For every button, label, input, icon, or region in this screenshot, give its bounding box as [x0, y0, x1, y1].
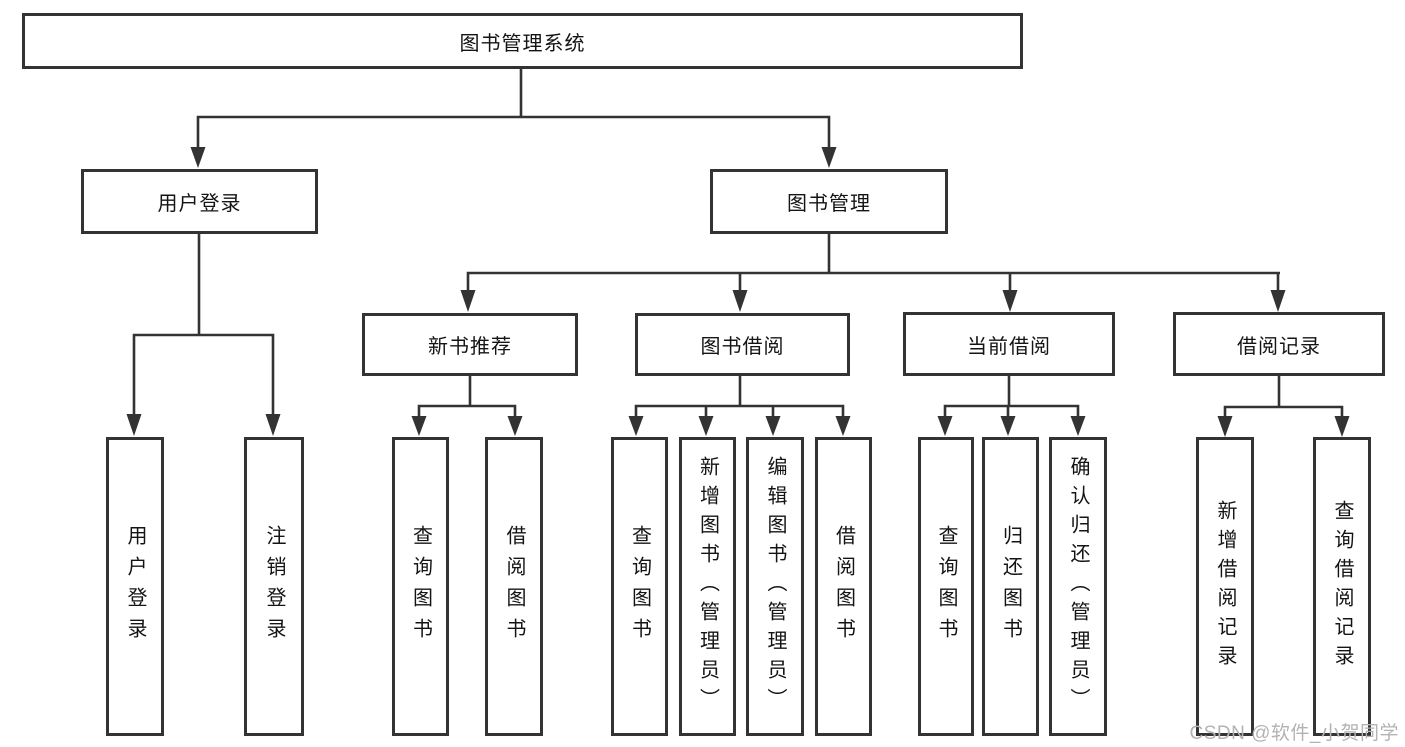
node-root-label: 图书管理系统 — [459, 32, 586, 55]
leaf-user-login-label: 用户登录 — [124, 524, 146, 649]
leaf-user-login: 用户登录 — [106, 437, 164, 736]
node-current-borrowing-label: 当前借阅 — [967, 335, 1051, 358]
leaf-bb-edit-books: 编辑图书（管理员） — [746, 437, 804, 736]
leaf-bb-query-books-label: 查询图书 — [628, 524, 651, 649]
leaf-cb-query-books: 查询图书 — [918, 437, 974, 736]
node-root: 图书管理系统 — [22, 13, 1023, 69]
node-user-login: 用户登录 — [81, 169, 318, 234]
node-book-management: 图书管理 — [710, 169, 948, 234]
node-book-borrowing-label: 图书借阅 — [700, 336, 785, 358]
node-borrow-records: 借阅记录 — [1173, 312, 1385, 376]
node-borrow-records-label: 借阅记录 — [1237, 335, 1321, 358]
leaf-bb-borrow-books: 借阅图书 — [815, 437, 872, 736]
leaf-bb-edit-books-label: 编辑图书（管理员） — [764, 456, 786, 717]
leaf-bb-add-books: 新增图书（管理员） — [679, 437, 736, 736]
leaf-nbr-borrow-books-label: 借阅图书 — [503, 524, 525, 649]
leaf-bb-add-books-label: 新增图书（管理员） — [696, 456, 719, 717]
node-new-book-recommend-label: 新书推荐 — [428, 336, 512, 358]
node-book-management-label: 图书管理 — [787, 193, 871, 215]
leaf-br-add-record-label: 新增借阅记录 — [1214, 499, 1236, 674]
leaf-nbr-borrow-books: 借阅图书 — [485, 437, 543, 736]
leaf-bb-borrow-books-label: 借阅图书 — [832, 524, 855, 649]
leaf-cb-return-books-label: 归还图书 — [999, 524, 1022, 649]
watermark: CSDN @软件_小贺同学 — [1189, 723, 1399, 744]
leaf-br-query-record: 查询借阅记录 — [1313, 437, 1371, 736]
leaf-bb-query-books: 查询图书 — [611, 437, 668, 736]
node-new-book-recommend: 新书推荐 — [362, 313, 578, 376]
leaf-cb-confirm-return-label: 确认归还（管理员） — [1067, 456, 1089, 717]
leaf-cb-query-books-label: 查询图书 — [935, 524, 957, 649]
leaf-nbr-query-books-label: 查询图书 — [409, 524, 432, 649]
leaf-br-add-record: 新增借阅记录 — [1196, 437, 1254, 736]
node-current-borrowing: 当前借阅 — [903, 312, 1115, 376]
leaf-cb-return-books: 归还图书 — [982, 437, 1039, 736]
leaf-cb-confirm-return: 确认归还（管理员） — [1049, 437, 1107, 736]
leaf-br-query-record-label: 查询借阅记录 — [1331, 499, 1353, 674]
leaf-logout-label: 注销登录 — [263, 524, 285, 649]
node-user-login-label: 用户登录 — [157, 193, 242, 215]
leaf-nbr-query-books: 查询图书 — [392, 437, 449, 736]
leaf-logout: 注销登录 — [244, 437, 304, 736]
node-book-borrowing: 图书借阅 — [635, 313, 850, 376]
